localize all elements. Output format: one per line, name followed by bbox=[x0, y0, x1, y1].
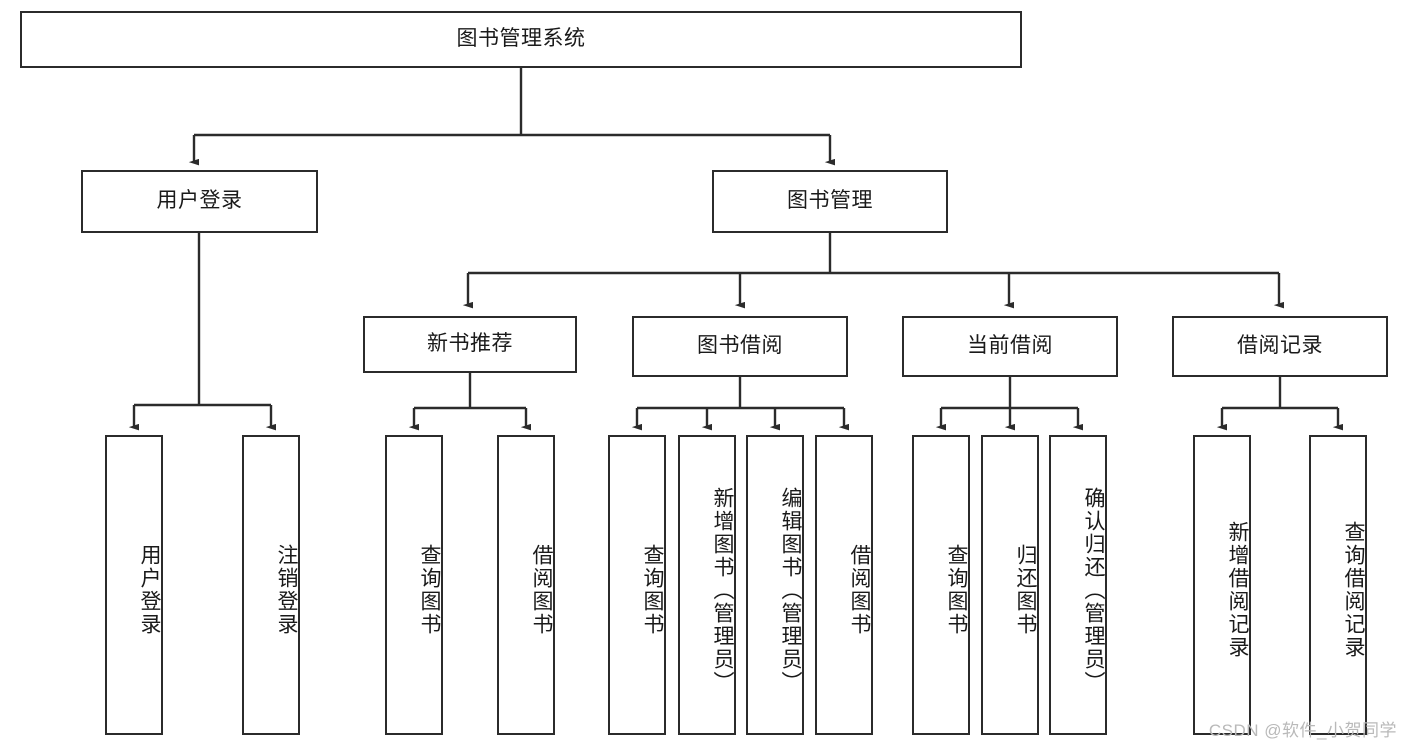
watermark-text: CSDN @软件_小贺同学 bbox=[1208, 721, 1397, 740]
leaf-query-book-new-recommend[interactable]: 查询图书 bbox=[385, 435, 443, 735]
node-label: 查询借阅记录 bbox=[1342, 521, 1365, 659]
node-label: 当前借阅 bbox=[967, 334, 1053, 358]
node-label: 查询图书 bbox=[418, 544, 441, 636]
node-user-login[interactable]: 用户登录 bbox=[81, 170, 318, 233]
node-label: 图书借阅 bbox=[697, 334, 783, 358]
leaf-logout-login[interactable]: 注销登录 bbox=[242, 435, 300, 735]
leaf-query-book-current[interactable]: 查询图书 bbox=[912, 435, 970, 735]
node-label: 借阅记录 bbox=[1237, 334, 1323, 358]
node-label: 查询图书 bbox=[641, 544, 664, 636]
node-label: 确认归还（管理员） bbox=[1082, 486, 1105, 694]
node-label: 归还图书 bbox=[1014, 544, 1037, 636]
node-label: 新增图书（管理员） bbox=[711, 486, 734, 694]
node-label: 用户登录 bbox=[138, 544, 161, 636]
node-root-book-management-system[interactable]: 图书管理系统 bbox=[20, 11, 1022, 68]
node-new-book-recommend[interactable]: 新书推荐 bbox=[363, 316, 577, 373]
node-label: 借阅图书 bbox=[848, 544, 871, 636]
node-borrow-record[interactable]: 借阅记录 bbox=[1172, 316, 1388, 377]
leaf-return-book[interactable]: 归还图书 bbox=[981, 435, 1039, 735]
leaf-edit-book-admin[interactable]: 编辑图书（管理员） bbox=[746, 435, 804, 735]
leaf-query-borrow-record[interactable]: 查询借阅记录 bbox=[1309, 435, 1367, 735]
node-label: 注销登录 bbox=[275, 544, 298, 636]
leaf-query-book-borrow[interactable]: 查询图书 bbox=[608, 435, 666, 735]
node-label: 用户登录 bbox=[156, 189, 243, 213]
node-label: 图书管理 bbox=[787, 189, 873, 213]
leaf-borrow-book-new-recommend[interactable]: 借阅图书 bbox=[497, 435, 555, 735]
node-label: 新增借阅记录 bbox=[1226, 521, 1249, 659]
leaf-add-borrow-record[interactable]: 新增借阅记录 bbox=[1193, 435, 1251, 735]
node-label: 图书管理系统 bbox=[456, 27, 586, 51]
leaf-confirm-return-admin[interactable]: 确认归还（管理员） bbox=[1049, 435, 1107, 735]
node-book-management[interactable]: 图书管理 bbox=[712, 170, 948, 233]
node-book-borrow[interactable]: 图书借阅 bbox=[632, 316, 848, 377]
node-current-borrow[interactable]: 当前借阅 bbox=[902, 316, 1118, 377]
leaf-user-login[interactable]: 用户登录 bbox=[105, 435, 163, 735]
node-label: 查询图书 bbox=[945, 544, 968, 636]
node-label: 编辑图书（管理员） bbox=[779, 486, 802, 694]
node-label: 新书推荐 bbox=[427, 332, 513, 356]
leaf-borrow-book-borrow[interactable]: 借阅图书 bbox=[815, 435, 873, 735]
node-label: 借阅图书 bbox=[530, 544, 553, 636]
leaf-add-book-admin[interactable]: 新增图书（管理员） bbox=[678, 435, 736, 735]
